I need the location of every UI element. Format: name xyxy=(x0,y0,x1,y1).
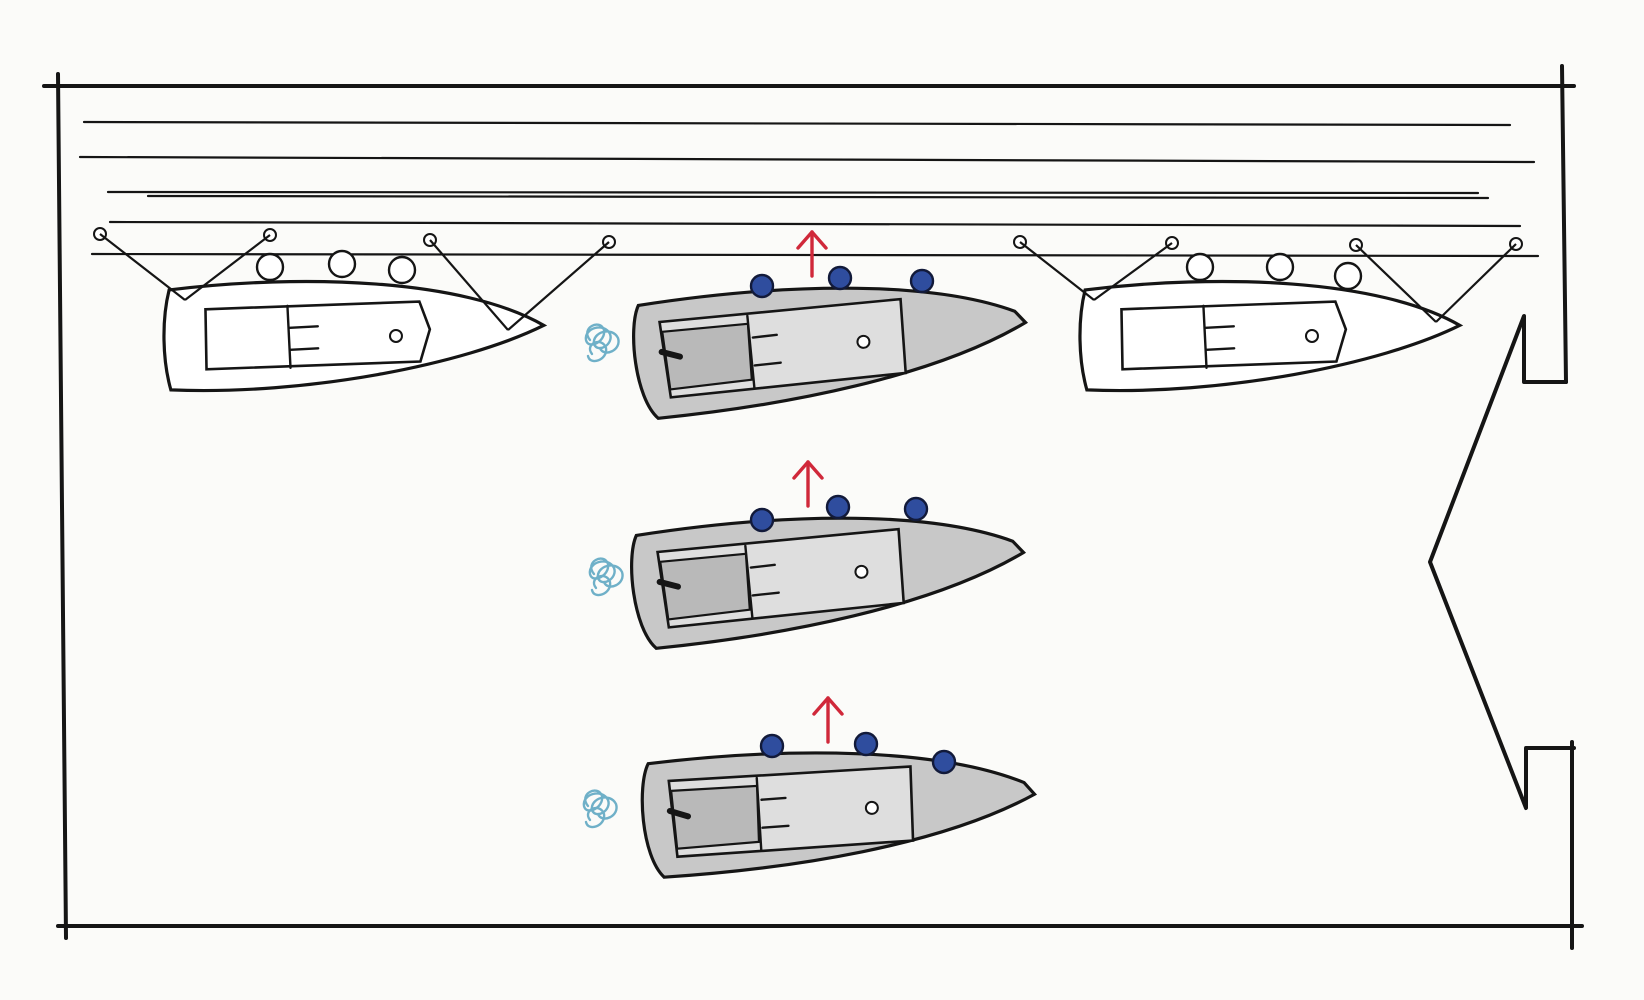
moored-boat-right xyxy=(1019,241,1517,393)
fenders xyxy=(255,249,417,285)
basin-frame xyxy=(42,64,1584,950)
fenders xyxy=(1185,252,1363,291)
crew-member-icon xyxy=(825,494,851,520)
mooring-lines xyxy=(1019,241,1517,323)
arrow-up-icon xyxy=(792,460,824,508)
crew-member-icon xyxy=(909,268,935,294)
crew xyxy=(749,265,935,299)
fender-icon xyxy=(1185,252,1215,282)
propeller-wash-icon xyxy=(582,789,618,829)
basin-entrance xyxy=(1428,314,1576,810)
crew-member-icon xyxy=(931,749,957,775)
boat-top xyxy=(584,230,1031,420)
propeller-wash-icon xyxy=(588,557,624,597)
crew-member-icon xyxy=(903,496,929,522)
crew xyxy=(759,731,957,775)
crew-member-icon xyxy=(853,731,879,757)
crew-member-icon xyxy=(749,273,775,299)
propeller-wash-icon xyxy=(584,323,620,363)
crew-member-icon xyxy=(827,265,853,291)
moored-boat-left xyxy=(99,233,610,393)
mooring-lines xyxy=(99,233,610,331)
fender-icon xyxy=(1265,252,1295,282)
mooring-rings xyxy=(93,227,1523,252)
fender-icon xyxy=(327,249,357,279)
boat-middle xyxy=(588,460,1029,650)
fender-icon xyxy=(387,255,417,285)
boat-bottom xyxy=(582,696,1037,878)
fender-icon xyxy=(255,252,285,282)
crew-member-icon xyxy=(749,507,775,533)
crew xyxy=(749,494,929,533)
fender-icon xyxy=(1333,261,1363,291)
arrow-up-icon xyxy=(812,696,844,744)
crew-member-icon xyxy=(759,733,785,759)
